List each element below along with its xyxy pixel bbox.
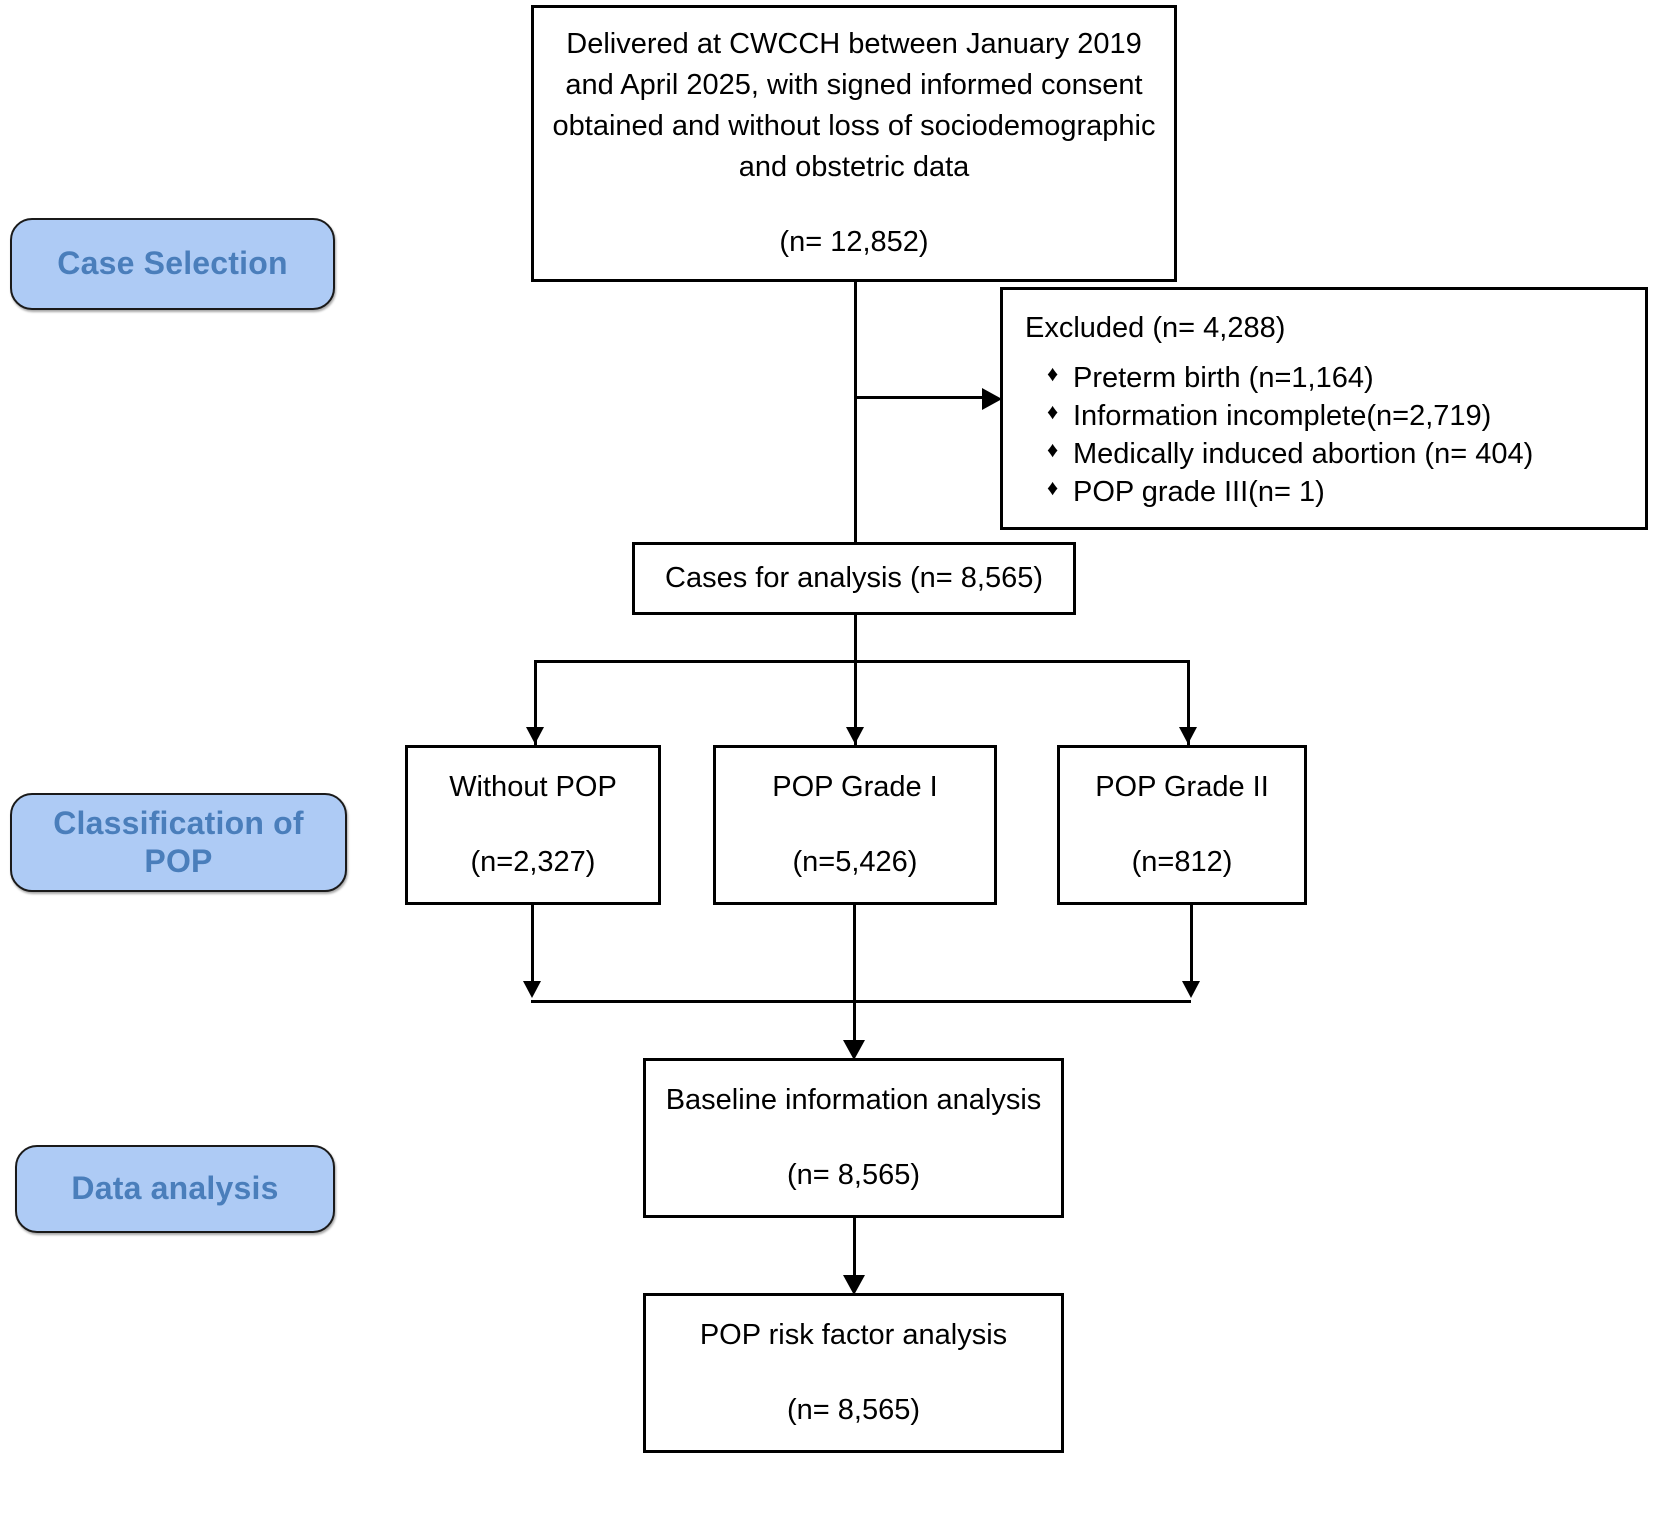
arrowhead-down-pop-grade-1 [846,727,864,744]
analysis-cases-label: Cases for analysis (n= 8,565) [665,561,1043,594]
arrowhead-right-excluded [982,388,1002,410]
diamond-bullet-icon: ♦ [1047,437,1059,463]
baseline-label: Baseline information analysis [665,1083,1042,1116]
without-pop-count: (n=2,327) [470,846,596,878]
connector-baseline-to-risk-factor [853,1218,856,1290]
connector-split-to-pop-grade-1 [854,660,857,745]
arrowhead-down-without-pop [526,727,544,744]
list-item: ♦ Preterm birth (n=1,164) [1047,361,1533,395]
excluded-reason-4: POP grade III(n= 1) [1073,476,1325,509]
box-pop-risk-factor-analysis: POP risk factor analysis (n= 8,565) [643,1293,1064,1453]
connector-enrolled-to-analysis [854,282,857,542]
box-pop-grade-1: POP Grade I (n=5,426) [713,745,997,905]
diamond-bullet-icon: ♦ [1047,399,1059,425]
excluded-reason-3: Medically induced abortion (n= 404) [1073,438,1534,471]
connector-split-to-without-pop [534,660,537,745]
diamond-bullet-icon: ♦ [1047,361,1059,387]
stage-label-data-analysis: Data analysis [71,1170,279,1207]
diamond-bullet-icon: ♦ [1047,475,1059,501]
stage-pill-data-analysis: Data analysis [15,1145,335,1233]
split-bar-classification [534,660,1190,663]
list-item: ♦ Information incomplete(n=2,719) [1047,399,1533,433]
excluded-title: Excluded (n= 4,288) [1025,312,1286,344]
stage-label-case-selection: Case Selection [57,245,288,282]
connector-to-excluded [854,396,984,399]
connector-merge-to-baseline [853,905,856,1055]
box-excluded: Excluded (n= 4,288) ♦ Preterm birth (n=1… [1000,287,1648,530]
stage-pill-classification-of-pop: Classification of POP [10,793,347,892]
excluded-reason-1: Preterm birth (n=1,164) [1073,362,1374,395]
arrowhead-down-merge-right [1182,981,1200,998]
arrowhead-down-pop-grade-2 [1179,727,1197,744]
enrolled-line-1: Delivered at CWCCH between January 2019 [566,27,1142,60]
pop-grade-2-count: (n=812) [1131,846,1233,878]
arrowhead-down-risk-factor [843,1275,865,1295]
box-enrolled-population: Delivered at CWCCH between January 2019 … [531,5,1177,282]
arrowhead-down-baseline [843,1040,865,1060]
enrolled-count: (n= 12,852) [779,226,929,259]
box-pop-grade-2: POP Grade II (n=812) [1057,745,1307,905]
without-pop-label: Without POP [449,770,617,803]
enrolled-line-4: and obstetric data [738,151,970,184]
connector-without-pop-down [531,905,534,987]
risk-factor-count: (n= 8,565) [786,1394,920,1426]
box-baseline-information-analysis: Baseline information analysis (n= 8,565) [643,1058,1064,1218]
connector-pop-grade-2-down [1190,905,1193,987]
stage-label-classification-of-pop: Classification of POP [53,804,304,879]
enrolled-line-3: obtained and without loss of sociodemogr… [552,109,1156,142]
risk-factor-label: POP risk factor analysis [699,1318,1008,1351]
merge-bar-data-analysis [531,1000,1191,1003]
pop-grade-1-label: POP Grade I [772,770,938,803]
connector-split-to-pop-grade-2 [1187,660,1190,745]
pop-grade-2-label: POP Grade II [1095,770,1269,803]
connector-analysis-to-split [854,615,857,663]
stage-pill-case-selection: Case Selection [10,218,335,310]
box-without-pop: Without POP (n=2,327) [405,745,661,905]
excluded-reason-list: ♦ Preterm birth (n=1,164) ♦ Information … [1025,355,1533,516]
baseline-count: (n= 8,565) [786,1159,920,1191]
enrolled-line-2: and April 2025, with signed informed con… [565,68,1143,101]
pop-grade-1-count: (n=5,426) [792,846,918,878]
list-item: ♦ Medically induced abortion (n= 404) [1047,437,1534,471]
excluded-reason-2: Information incomplete(n=2,719) [1073,400,1492,433]
box-cases-for-analysis: Cases for analysis (n= 8,565) [632,542,1076,615]
arrowhead-down-merge-left [523,981,541,998]
list-item: ♦ POP grade III(n= 1) [1047,475,1533,509]
